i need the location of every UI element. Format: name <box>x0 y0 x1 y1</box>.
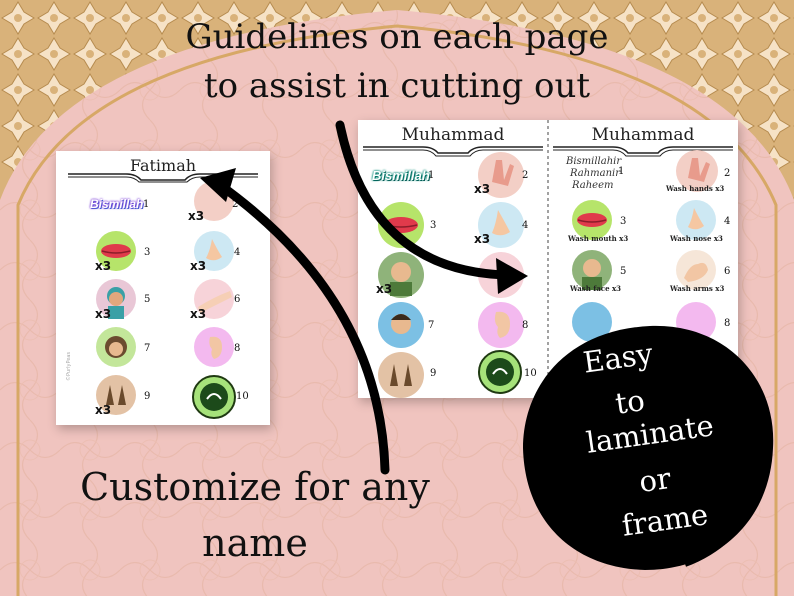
ear-icon <box>478 302 524 348</box>
allah-icon <box>192 375 236 419</box>
bismillah-text-line-1: Bismillahir <box>566 156 622 167</box>
number-7: 7 <box>144 343 151 354</box>
bismillah-logo: Bismillah <box>372 168 430 183</box>
feet-icon <box>378 352 424 398</box>
number-1: 1 <box>618 166 625 177</box>
sheet-guidelines <box>363 120 733 398</box>
x3-label: x3 <box>376 282 393 296</box>
number-8: 8 <box>724 318 731 329</box>
ear-icon <box>194 327 234 367</box>
bottom-line-1: Customize for any <box>80 465 430 509</box>
number-2: 2 <box>522 170 529 181</box>
number-1: 1 <box>428 170 435 181</box>
caption-wash-mouth: Wash mouth x3 <box>568 234 629 243</box>
face-icon <box>96 279 136 319</box>
number-10: 10 <box>524 368 537 379</box>
bismillah-text: Bismillahir Rahmanir Raheem <box>566 156 621 192</box>
number-3: 3 <box>620 216 627 227</box>
number-5: 5 <box>144 294 151 305</box>
nose-icon <box>478 202 524 248</box>
arrow-head-right <box>496 258 528 294</box>
bismillah-logo: Bismillah <box>90 197 144 211</box>
number-2: 2 <box>724 168 731 179</box>
x3-label: x3 <box>190 307 207 321</box>
number-3: 3 <box>430 220 437 231</box>
badge-brushstroke <box>523 325 774 570</box>
caption-wash-nose: Wash nose x3 <box>670 234 723 243</box>
head-icon <box>378 302 424 348</box>
head-icon <box>96 327 136 367</box>
number-9: 9 <box>144 391 151 402</box>
x3-label: x3 <box>474 182 491 196</box>
number-9: 9 <box>430 368 437 379</box>
headline-line-2: to assist in cutting out <box>203 66 591 106</box>
bottom-line-2: name <box>202 521 308 565</box>
right-sheet-name-right: Muhammad <box>591 125 695 145</box>
x3-label: x3 <box>474 232 491 246</box>
bismillah-text-line-3: Raheem <box>572 180 614 191</box>
mouth-icon <box>572 200 612 240</box>
number-4: 4 <box>522 220 529 231</box>
allah-icon <box>478 350 522 394</box>
right-sheet-name-left: Muhammad <box>401 125 505 145</box>
bismillah-text-line-2: Rahmanir <box>570 168 621 179</box>
x3-label: x3 <box>188 209 205 223</box>
nose-icon <box>676 200 716 240</box>
number-6: 6 <box>724 266 731 277</box>
number-4: 4 <box>724 216 731 227</box>
arm-icon <box>676 250 716 290</box>
number-8: 8 <box>522 320 529 331</box>
caption-wash-face: Wash face x3 <box>570 284 621 293</box>
number-7: 7 <box>428 320 435 331</box>
number-4: 4 <box>234 247 241 258</box>
arrow-head-left <box>200 168 236 202</box>
number-10: 10 <box>236 391 249 402</box>
wash-hands-illustration <box>478 152 524 198</box>
number-1: 1 <box>143 199 150 210</box>
x3-label: x3 <box>95 307 112 321</box>
number-3: 3 <box>144 247 151 258</box>
number-5: 5 <box>620 266 627 277</box>
wash-hands-illustration <box>676 150 718 192</box>
right-sheet: Muhammad Muhammad Bismillah 1 x3 2 3 x3 … <box>358 120 738 398</box>
arm-icon <box>194 279 234 319</box>
number-2: 2 <box>232 199 239 210</box>
face-wash-icon <box>572 250 612 290</box>
x3-label: x3 <box>190 259 207 273</box>
title-divider <box>68 173 258 183</box>
left-sheet-name: Fatimah <box>129 156 197 175</box>
face-wash-icon <box>378 252 424 298</box>
feet-icon <box>96 375 136 415</box>
x3-label: x3 <box>95 259 112 273</box>
mouth-icon <box>96 231 136 271</box>
number-6: 6 <box>234 294 241 305</box>
nose-icon <box>194 231 234 271</box>
x3-label: x3 <box>95 403 112 417</box>
headline-line-1: Guidelines on each page <box>185 17 609 57</box>
caption-wash-hands: Wash hands x3 <box>666 184 725 193</box>
number-8: 8 <box>234 343 241 354</box>
caption-wash-arms: Wash arms x3 <box>670 284 725 293</box>
